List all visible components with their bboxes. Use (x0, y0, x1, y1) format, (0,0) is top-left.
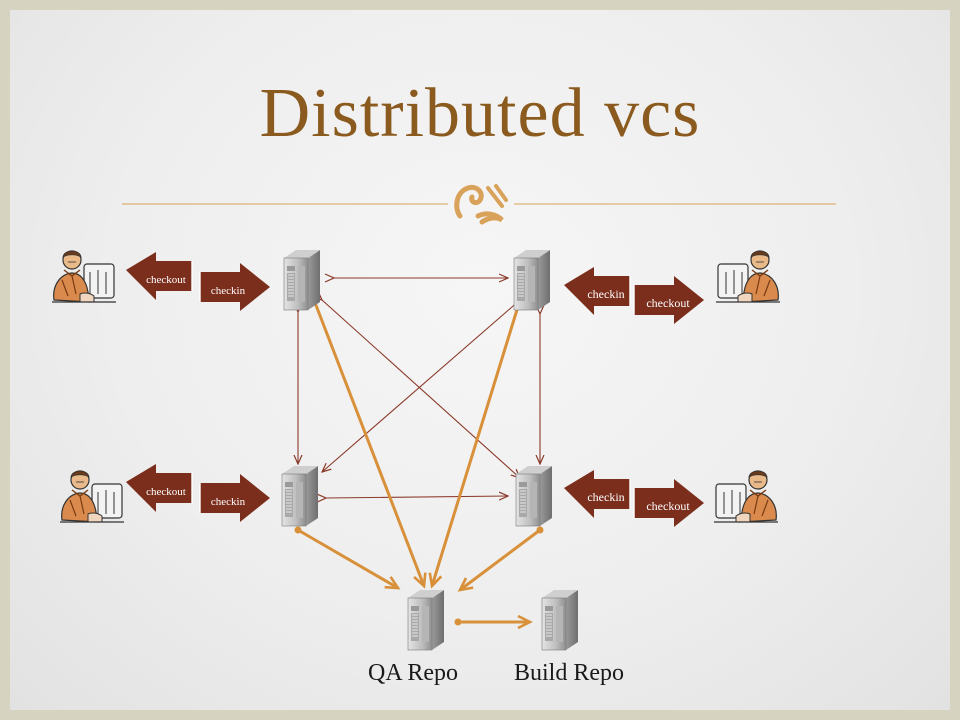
publish-link-bottom-left (297, 528, 401, 590)
server-icon-bottom-right (515, 465, 553, 527)
checkin-arrow-top-right: checkin (563, 266, 631, 316)
checkout-arrow-top-right: checkout (633, 275, 705, 325)
checkout-arrow-bottom-right: checkout (633, 478, 705, 528)
server-icon-top-right (513, 249, 551, 311)
svg-text:checkout: checkout (646, 296, 690, 310)
svg-text:checkout: checkout (646, 499, 690, 513)
server-icon-bottom-left (281, 465, 319, 527)
publish-link-top-right (428, 299, 522, 589)
fleur-ornament-icon (454, 184, 508, 225)
build-repo-label: Build Repo (514, 660, 625, 686)
checkin-arrow-bottom-left: checkin (199, 473, 271, 523)
peer-link-diag-1 (322, 300, 520, 478)
publish-link-top-left (312, 299, 427, 589)
publish-link-bottom-right (457, 528, 541, 592)
peer-link-diag-2 (322, 300, 520, 472)
title-divider (122, 184, 836, 225)
developer-icon-top-right (715, 250, 781, 303)
qa-repo-label: QA Repo (368, 660, 458, 686)
peer-links (298, 278, 540, 498)
svg-text:checkin: checkin (211, 496, 246, 508)
svg-text:checkin: checkin (211, 285, 246, 297)
server-icon-top-left (283, 249, 321, 311)
build-repo-server-icon (541, 589, 579, 651)
checkout-arrow-top-left: checkout (125, 251, 193, 301)
svg-text:checkin: checkin (587, 287, 624, 301)
publish-links (294, 296, 544, 630)
checkin-arrow-bottom-right: checkin (563, 469, 631, 519)
developer-icon-bottom-left (59, 470, 125, 523)
slide-title: Distributed vcs (259, 75, 701, 152)
checkout-arrow-bottom-left: checkout (125, 463, 193, 513)
svg-text:checkout: checkout (146, 274, 186, 286)
svg-text:checkout: checkout (146, 486, 186, 498)
checkin-arrow-top-left: checkin (199, 262, 271, 312)
developer-icon-top-left (51, 250, 117, 303)
peer-link-bottom (326, 496, 508, 498)
developer-icon-bottom-right (713, 470, 779, 523)
svg-text:checkin: checkin (587, 490, 624, 504)
qa-repo-server-icon (407, 589, 445, 651)
